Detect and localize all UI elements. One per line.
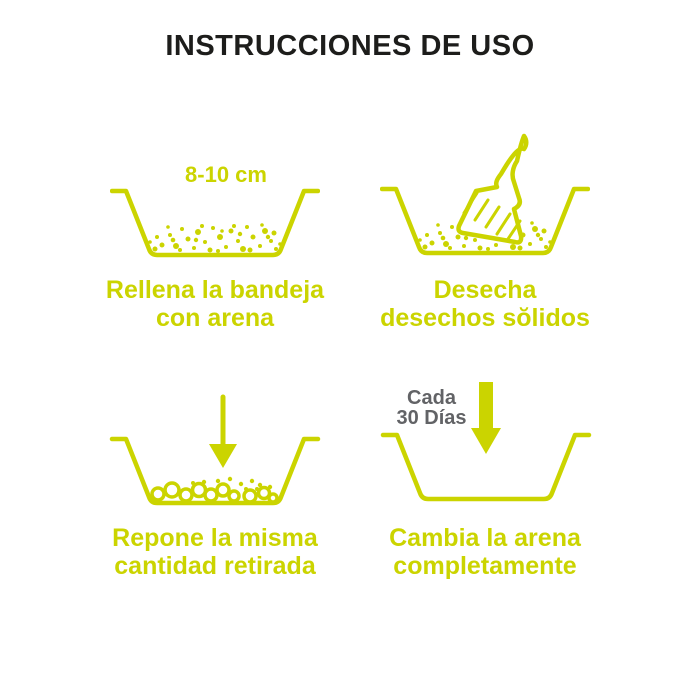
step-2-scoop-waste: Desecha desechos sŏlidos xyxy=(355,120,615,332)
step-1-fill-tray: 8-10 cm xyxy=(85,120,345,333)
arrow-into-empty-tray-icon xyxy=(365,382,605,508)
litter-scoop-shape xyxy=(456,133,529,245)
caption-line: Repone la misma xyxy=(112,524,318,552)
down-arrow-thick xyxy=(471,382,501,454)
litter-small-dots xyxy=(191,476,273,491)
caption-line: desechos sŏlidos xyxy=(380,304,590,332)
frequency-label: Cada 30 Días xyxy=(355,388,508,428)
caption-line: Rellena la bandeja xyxy=(105,276,325,304)
caption-line: cantidad retirada xyxy=(114,552,316,580)
caption-line: Desecha xyxy=(433,276,537,304)
down-arrow-thin xyxy=(209,394,237,468)
frequency-line: 30 Días xyxy=(396,407,467,429)
litter-granules xyxy=(150,481,279,504)
step-1-art: 8-10 cm xyxy=(110,120,320,260)
step-1-caption: Rellena la bandeja con arena xyxy=(106,276,324,332)
step-3-refill-tray: Repone la misma cantidad retirada xyxy=(85,368,345,580)
scoop-over-litter-tray-icon xyxy=(380,133,590,260)
step-3-caption: Repone la misma cantidad retirada xyxy=(112,524,318,580)
step-4-caption: Cambia la arena completamente xyxy=(389,524,581,580)
frequency-line: Cada xyxy=(407,387,456,409)
step-3-art xyxy=(100,368,330,508)
page-title: INSTRUCCIONES DE USO xyxy=(165,30,535,62)
tray-filled-with-litter-icon xyxy=(110,187,320,260)
step-2-caption: Desecha desechos sŏlidos xyxy=(380,276,590,332)
caption-line: Cambia la arena xyxy=(389,524,581,552)
step-4-art xyxy=(365,368,605,508)
depth-label: 8-10 cm xyxy=(185,162,267,187)
step-4-change-sand: Cada 30 Días Cambia la arena completamen… xyxy=(355,368,615,580)
step-2-art xyxy=(380,120,590,260)
caption-line: completamente xyxy=(393,552,577,580)
arrow-pouring-into-tray-icon xyxy=(100,394,330,508)
caption-line: con arena xyxy=(155,304,275,332)
